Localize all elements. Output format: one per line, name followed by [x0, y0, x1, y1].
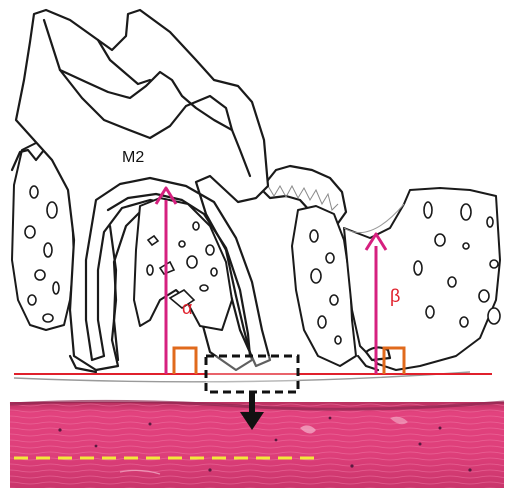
- beta-label: β: [390, 286, 400, 306]
- alpha-label: α: [182, 298, 192, 318]
- alpha-right-angle: [174, 348, 196, 374]
- tooth-label-m2: M2: [122, 149, 144, 166]
- right-alveolar-bone: [344, 188, 500, 370]
- zoom-region-box: [206, 356, 298, 392]
